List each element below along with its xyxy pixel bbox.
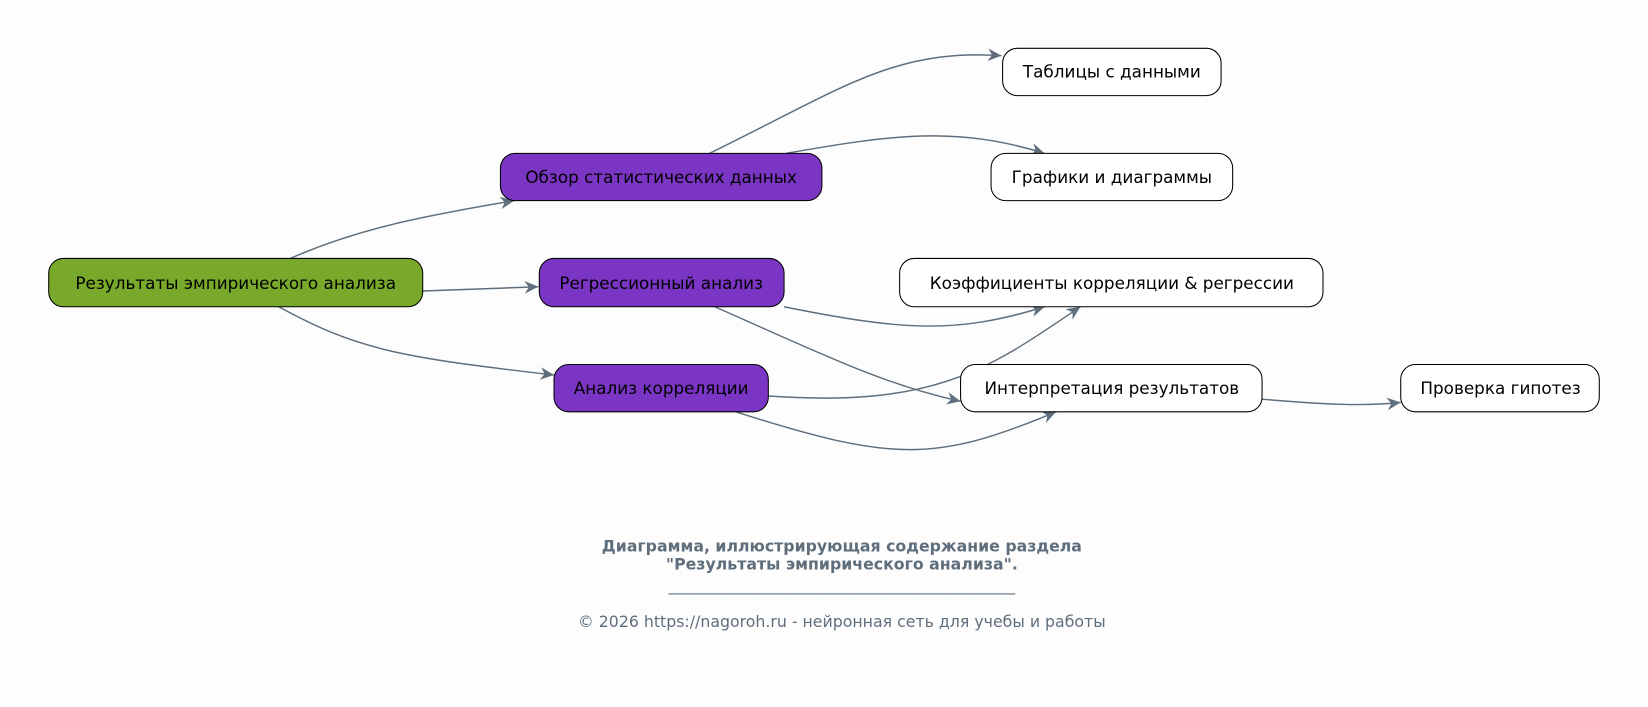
node-coefficients[interactable]: Коэффициенты корреляции & регрессии <box>899 257 1324 308</box>
edge-root-correlation <box>278 306 555 380</box>
node-charts[interactable]: Графики и диаграммы <box>990 152 1234 202</box>
node-interpretation[interactable]: Интерпретация результатов <box>960 364 1263 413</box>
node-regression[interactable]: Регрессионный анализ <box>538 257 785 308</box>
node-label: Интерпретация результатов <box>984 378 1239 398</box>
node-label: Регрессионный анализ <box>559 273 763 293</box>
caption-divider: ________________________________________… <box>668 575 1017 595</box>
node-root[interactable]: Результаты эмпирического анализа <box>48 257 424 308</box>
node-label: Таблицы с данными <box>1022 62 1201 82</box>
edge-regression-interpretation <box>714 306 961 405</box>
caption-line-1: Диаграмма, иллюстрирующая содержание раз… <box>602 537 1082 556</box>
node-label: Коэффициенты корреляции & регрессии <box>930 273 1294 293</box>
caption: Диаграмма, иллюстрирующая содержание раз… <box>578 537 1106 632</box>
edge-interpretation-hypothesis <box>1262 397 1401 411</box>
node-label: Анализ корреляции <box>574 378 749 398</box>
caption-line-2: "Результаты эмпирического анализа". <box>666 554 1018 573</box>
node-label: Результаты эмпирического анализа <box>75 273 396 293</box>
edges <box>278 48 1401 451</box>
edge-overview-tables <box>709 48 1002 155</box>
node-label: Обзор статистических данных <box>525 167 797 187</box>
node-overview[interactable]: Обзор статистических данных <box>499 152 823 202</box>
node-label: Проверка гипотез <box>1420 378 1580 398</box>
node-tables[interactable]: Таблицы с данными <box>1002 47 1222 97</box>
node-correlation[interactable]: Анализ корреляции <box>553 364 769 413</box>
edge-root-overview <box>290 196 515 260</box>
edge-root-regression <box>422 280 539 294</box>
edge-regression-coefficients <box>783 304 1045 327</box>
edge-correlation-interpretation <box>735 411 1057 451</box>
copyright-text: © 2026 https://nagoroh.ru - нейронная се… <box>578 612 1106 631</box>
edge-correlation-coefficients <box>768 306 1081 399</box>
node-hypothesis[interactable]: Проверка гипотез <box>1400 364 1600 413</box>
node-label: Графики и диаграммы <box>1012 167 1212 187</box>
edge-overview-charts <box>786 135 1045 156</box>
